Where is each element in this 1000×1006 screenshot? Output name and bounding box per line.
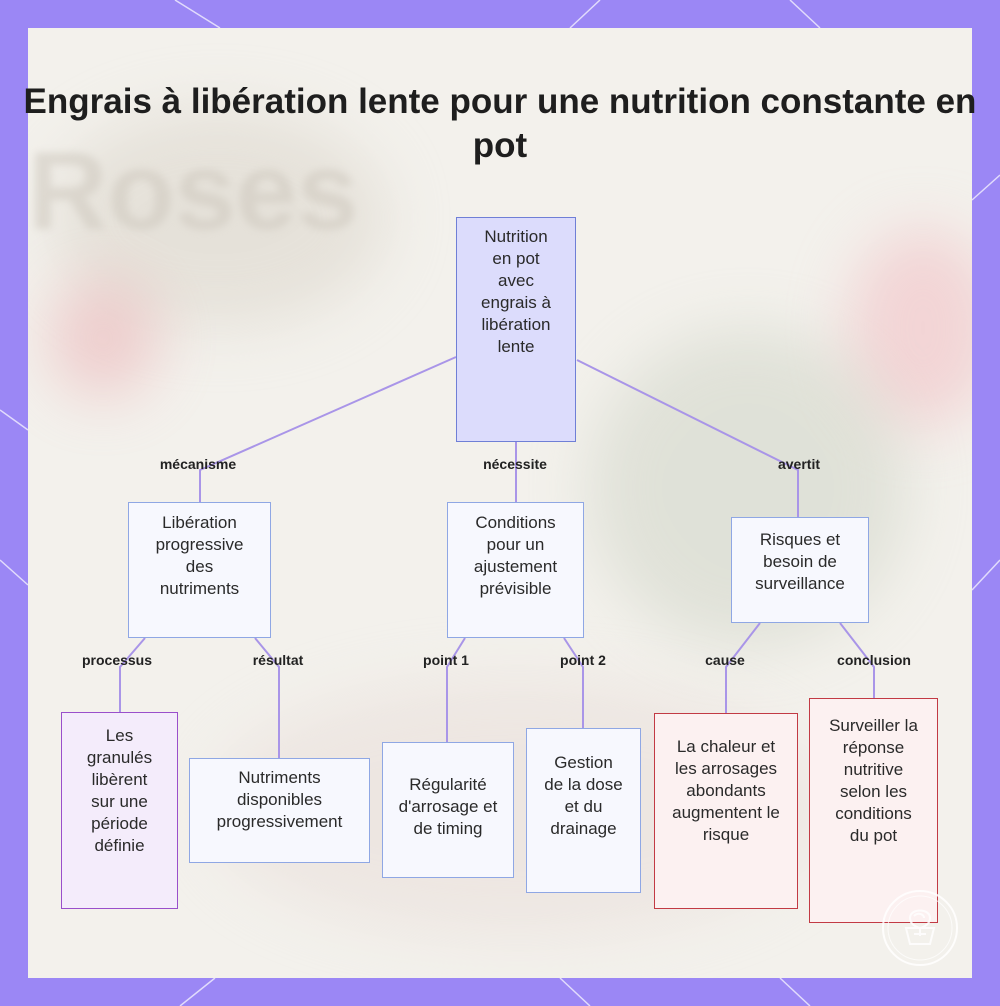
node-liberation: Libération progressive des nutriments — [128, 502, 271, 638]
node-conditions: Conditions pour un ajustement prévisible — [447, 502, 584, 638]
edge-label-resultat: résultat — [252, 652, 304, 668]
node-risques-label: Risques et besoin de surveillance — [755, 530, 845, 593]
node-chaleur: La chaleur et les arrosages abondants au… — [654, 713, 798, 909]
background-blob — [48, 108, 388, 328]
node-nutriments: Nutriments disponibles progressivement — [189, 758, 370, 863]
background-blob — [848, 228, 972, 428]
node-conditions-label: Conditions pour un ajustement prévisible — [473, 513, 558, 598]
edge-risques-surveiller — [839, 622, 875, 698]
edge-label-point1: point 1 — [423, 652, 469, 668]
node-dose-label: Gestion de la dose et du drainage — [544, 752, 623, 838]
diagram-title: Engrais à libération lente pour une nutr… — [23, 82, 977, 165]
node-surveiller-label: Surveiller la réponse nutritive selon le… — [829, 715, 918, 845]
node-arrosage-label: Régularité d'arrosage et de timing — [398, 775, 498, 838]
rose-logo-icon — [882, 890, 958, 966]
edge-risques-chaleur — [725, 622, 761, 713]
edge-label-mecanisme: mécanisme — [159, 456, 237, 472]
edge-label-necessite: nécessite — [483, 456, 547, 472]
background-blob — [48, 278, 158, 398]
node-root: Nutrition en pot avec engrais à libérati… — [456, 217, 576, 442]
node-liberation-label: Libération progressive des nutriments — [155, 513, 244, 598]
edge-label-point2: point 2 — [560, 652, 606, 668]
node-root-label: Nutrition en pot avec engrais à libérati… — [481, 227, 551, 356]
edge-label-conclusion: conclusion — [837, 652, 911, 668]
background-watermark-text: Roses — [28, 130, 359, 253]
edge-conditions-dose — [563, 637, 584, 728]
edge-label-processus: processus — [81, 652, 153, 668]
edge-liberation-granules — [119, 637, 146, 712]
edge-label-avertit: avertit — [777, 456, 821, 472]
node-granules-label: Les granulés libèrent sur une période dé… — [86, 725, 153, 855]
node-chaleur-label: La chaleur et les arrosages abondants au… — [672, 737, 780, 844]
node-arrosage: Régularité d'arrosage et de timing — [382, 742, 514, 878]
node-dose: Gestion de la dose et du drainage — [526, 728, 641, 893]
node-granules: Les granulés libèrent sur une période dé… — [61, 712, 178, 909]
node-nutriments-label: Nutriments disponibles progressivement — [216, 767, 343, 831]
node-risques: Risques et besoin de surveillance — [731, 517, 869, 623]
edge-conditions-arrosage — [446, 637, 466, 742]
edge-root-liberation — [199, 356, 457, 502]
edge-liberation-nutriments — [254, 637, 280, 758]
edge-label-cause: cause — [705, 652, 745, 668]
node-surveiller: Surveiller la réponse nutritive selon le… — [809, 698, 938, 923]
edge-root-risques — [576, 359, 799, 517]
